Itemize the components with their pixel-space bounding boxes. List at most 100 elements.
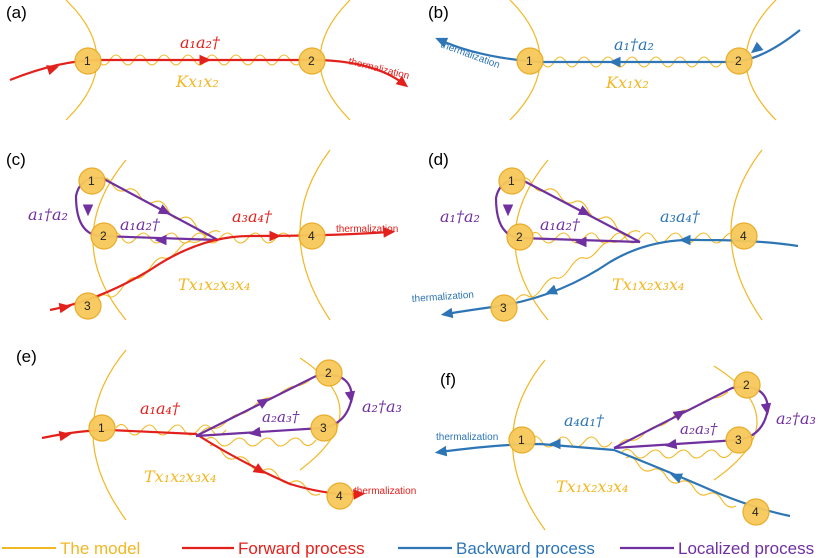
therm-f: thermalization	[436, 432, 498, 443]
node-d1	[498, 167, 526, 195]
node-e1-label: 1	[98, 421, 105, 435]
node-f3	[725, 426, 753, 454]
localized-arrow-d2	[577, 205, 591, 216]
node-f4-label: 4	[752, 505, 759, 519]
coupling-wave-f1	[529, 435, 613, 448]
localized-arrow-c2	[157, 204, 171, 215]
coupling-d: Tx₁x₂x₃x₄	[612, 275, 684, 294]
coupling-wave-e1	[115, 423, 227, 436]
node-d4-label: 4	[740, 229, 747, 243]
node-f2	[733, 371, 761, 399]
localized-arrow-f2	[760, 402, 772, 416]
node-b1-label: 1	[526, 54, 533, 68]
legend-localized-label: Localized process	[678, 539, 814, 558]
node-d2-label: 2	[516, 230, 523, 244]
panel-e: (e) 1 2 3 4 a₁a₄† a₂a₃† a₂†a₃ Tx₁x₂x₃x₄ …	[16, 347, 416, 521]
panel-c-label: (c)	[6, 150, 26, 169]
legend: The model Forward process Backward proce…	[2, 539, 814, 558]
panel-e-label: (e)	[16, 347, 37, 366]
node-f3-label: 3	[735, 433, 742, 447]
node-d4	[730, 222, 758, 250]
node-c4-label: 4	[308, 229, 315, 243]
model-curve-f2	[713, 365, 758, 481]
node-e3-label: 3	[320, 421, 327, 435]
node-d2	[506, 223, 534, 251]
operator-a: a₁a₂†	[180, 33, 221, 52]
localized-arrow-e1	[256, 398, 270, 409]
operator-c-inner: a₁a₂†	[120, 215, 161, 234]
coupling-c: Tx₁x₂x₃x₄	[178, 275, 250, 294]
panel-c: (c) 1 2 3 4 a₁†a₂ a₁a₂† a₃a₄† Tx₁x₂x₃x₄ …	[6, 149, 398, 321]
panel-f: (f) 1 2 3 4 a₄a₁† a₂a₃† a₂†a₃ Tx₁x₂x₃x₄ …	[434, 359, 816, 531]
operator-d-backward: a₃a₄†	[660, 207, 701, 226]
node-f1-label: 1	[518, 433, 525, 447]
node-b2	[725, 47, 753, 75]
operator-c-forward: a₃a₄†	[232, 207, 273, 226]
node-a1-label: 1	[84, 54, 91, 68]
operator-d-outer: a₁†a₂	[440, 207, 480, 226]
forward-arrow-e1	[58, 430, 72, 442]
operator-b: a₁†a₂	[614, 35, 654, 54]
legend-backward-label: Backward process	[456, 539, 595, 558]
forward-arrow-a1	[46, 65, 60, 76]
coupling-e: Tx₁x₂x₃x₄	[144, 467, 216, 486]
forward-arrow-e2	[252, 463, 266, 474]
coupling-a: Kx₁x₂	[175, 72, 219, 91]
panel-a: (a) 1 2 a₁a₂† Kx₁x₂ thermalization	[6, 0, 410, 121]
operator-d-inner: a₁a₂†	[540, 215, 581, 234]
panel-b: (b) 1 2 a₁†a₂ Kx₁x₂ thermalization	[428, 0, 801, 121]
localized-arrow-f1	[672, 410, 686, 421]
coupling-wave-e3	[205, 436, 317, 447]
node-c1	[78, 167, 106, 195]
coupling-wave-d1	[519, 177, 631, 236]
node-a2-label: 2	[308, 54, 315, 68]
forward-path-e	[41, 428, 366, 500]
panel-d: (d) 1 2 3 4 a₁†a₂ a₁a₂† a₃a₄† Tx₁x₂x₃x₄ …	[411, 149, 799, 322]
node-c3	[74, 292, 102, 320]
node-d1-label: 1	[508, 174, 515, 188]
node-c2	[90, 222, 118, 250]
legend-forward-label: Forward process	[238, 539, 365, 558]
panel-b-label: (b)	[428, 3, 449, 22]
therm-c: thermalization	[336, 224, 398, 235]
node-f2-label: 2	[743, 378, 750, 392]
node-f1	[508, 426, 536, 454]
coupling-wave-c1	[99, 177, 211, 236]
backward-arrow-d2	[545, 284, 559, 295]
operator-f-backward: a₄a₁†	[564, 411, 605, 430]
localized-arrow-e3	[248, 426, 262, 438]
legend-model-label: The model	[60, 539, 140, 558]
panel-d-label: (d)	[428, 150, 449, 169]
node-c1-label: 1	[88, 174, 95, 188]
backward-arrow-b1	[750, 41, 764, 54]
coupling-wave-f3	[621, 448, 733, 459]
operator-f-outer: a₂†a₃	[776, 409, 816, 428]
node-e3	[310, 414, 338, 442]
backward-arrow-f1	[670, 473, 684, 484]
node-f4	[742, 498, 770, 526]
localized-arrow-e2	[344, 390, 356, 404]
coupling-wave-c3	[95, 230, 221, 301]
node-e4	[326, 482, 354, 510]
localized-arrow-f3	[664, 438, 678, 450]
therm-a: thermalization	[347, 56, 410, 82]
node-e4-label: 4	[336, 489, 343, 503]
node-b1	[516, 47, 544, 75]
coupling-wave-d2	[529, 231, 753, 244]
node-c4	[298, 222, 326, 250]
node-e2	[315, 359, 343, 387]
node-d3	[490, 294, 518, 322]
operator-c-outer: a₁†a₂	[28, 205, 68, 224]
panel-a-label: (a)	[6, 3, 27, 22]
operator-e-outer: a₂†a₃	[362, 397, 402, 416]
operator-e-forward: a₁a₄†	[140, 399, 181, 418]
operator-e-inner: a₂a₃†	[262, 408, 300, 426]
panel-f-label: (f)	[440, 370, 456, 389]
node-a2	[298, 47, 326, 75]
coupling-b: Kx₁x₂	[605, 73, 649, 92]
node-c3-label: 3	[84, 299, 91, 313]
forward-path-c	[49, 227, 396, 312]
therm-d: thermalization	[411, 290, 474, 305]
node-b2-label: 2	[735, 54, 742, 68]
